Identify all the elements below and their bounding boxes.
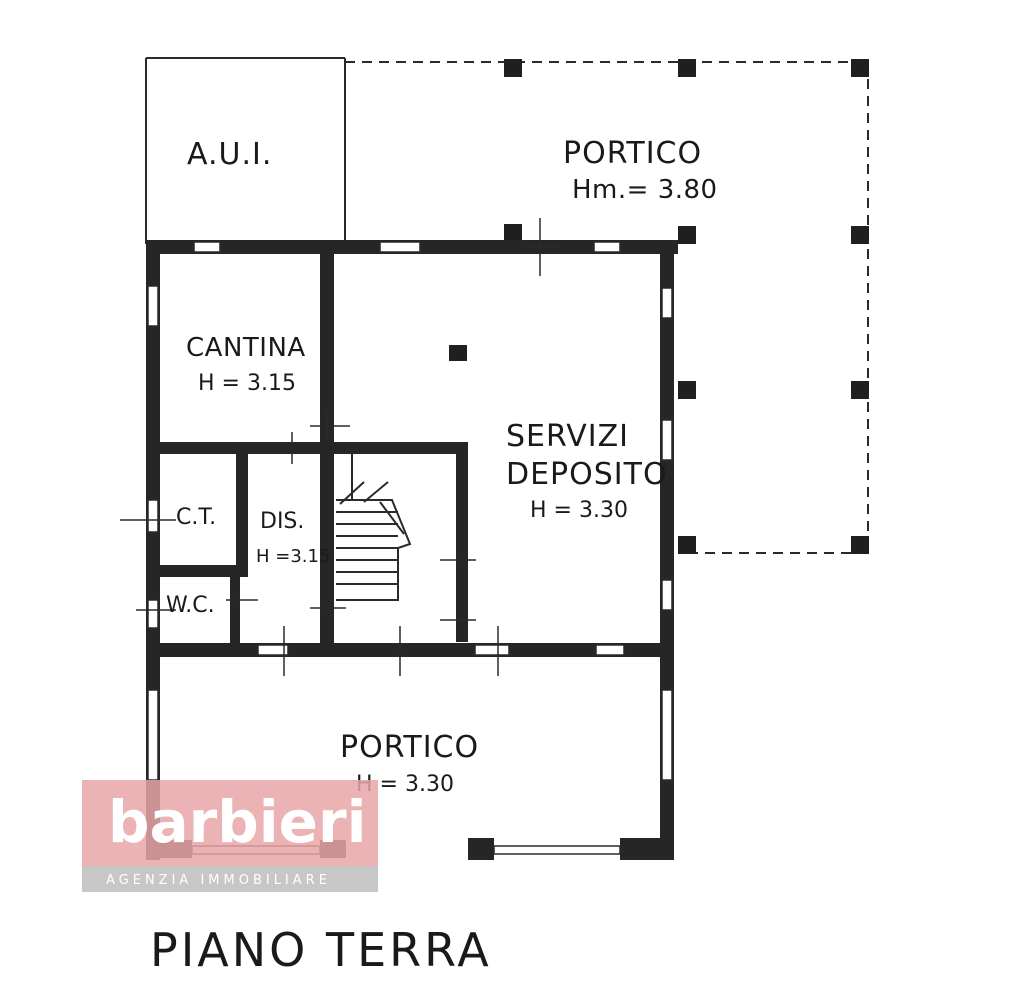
door-marks (120, 218, 558, 676)
portico-pillars (449, 59, 869, 554)
dis-height: H =3.15 (256, 546, 330, 567)
watermark-tagline: AGENZIA IMMOBILIARE (106, 873, 331, 888)
aui-outline (145, 57, 346, 244)
watermark-brand: barbieri (108, 788, 366, 856)
servizi-height: H = 3.30 (530, 498, 628, 523)
wc-label: W.C. (166, 593, 215, 618)
cantina-label: CANTINA (186, 333, 306, 363)
deposito-label: DEPOSITO (506, 457, 668, 492)
servizi-label: SERVIZI (506, 419, 629, 454)
cantina-height: H = 3.15 (198, 371, 296, 396)
aui-label: A.U.I. (187, 137, 272, 172)
portico-top-outline (345, 61, 870, 555)
portico-bottom-label: PORTICO (340, 730, 479, 765)
staircase (336, 454, 412, 601)
watermark-logo: barbieri AGENZIA IMMOBILIARE (82, 780, 378, 892)
dis-label: DIS. (260, 509, 304, 534)
portico-top-label: PORTICO (563, 136, 702, 171)
plan-title: PIANO TERRA (150, 923, 492, 977)
ct-label: C.T. (176, 505, 216, 530)
portico-top-height: Hm.= 3.80 (572, 175, 718, 205)
